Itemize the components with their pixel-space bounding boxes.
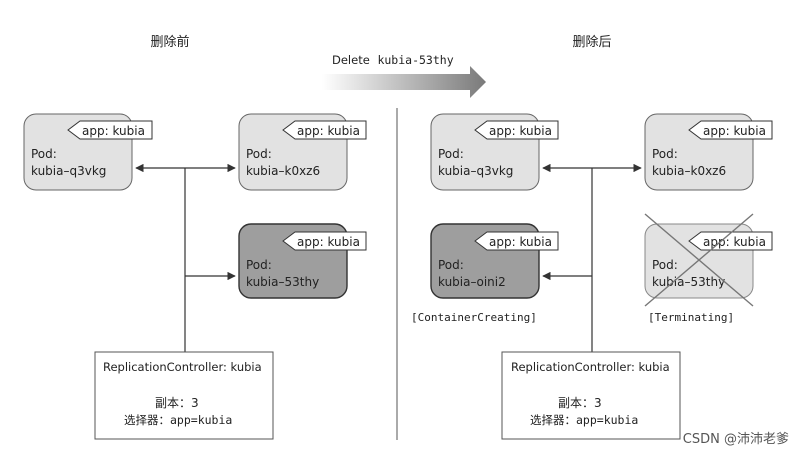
after-pod-53thy-terminating: app: kubia Pod: kubia–53thy [Terminating… <box>644 213 773 324</box>
pod-name: kubia–oini2 <box>438 275 506 289</box>
heading-before: 删除前 <box>150 34 189 50</box>
after-replication-controller: ReplicationController: kubia 副本：3 选择器：ap… <box>501 351 681 440</box>
pod-label: Pod: <box>246 258 272 272</box>
rc-replicas: 副本：3 <box>558 396 602 410</box>
pod-label: Pod: <box>652 258 678 272</box>
watermark: CSDN @沛沛老爹 <box>683 432 789 447</box>
pod-tag: app: kubia <box>297 235 360 249</box>
pod-tag: app: kubia <box>489 235 552 249</box>
after-pod-k0xz6: app: kubia Pod: kubia–k0xz6 <box>644 113 773 191</box>
after-pod-oini2: app: kubia Pod: kubia–oini2 [ContainerCr… <box>411 223 559 324</box>
pod-status: [ContainerCreating] <box>411 311 537 324</box>
before-pod-53thy: app: kubia Pod: kubia–53thy <box>238 223 367 299</box>
pod-tag: app: kubia <box>703 124 766 138</box>
pod-name: kubia–k0xz6 <box>246 164 320 178</box>
rc-title: ReplicationController: kubia <box>511 360 670 374</box>
pod-tag: app: kubia <box>82 124 145 138</box>
rc-replicas: 副本：3 <box>155 396 199 410</box>
pod-tag: app: kubia <box>703 235 766 249</box>
rc-selector: 选择器：app=kubia <box>530 413 638 427</box>
after-connectors <box>542 163 642 352</box>
cross-out-icon <box>644 213 754 307</box>
pod-name: kubia–q3vkg <box>31 164 106 178</box>
pod-name: kubia–53thy <box>246 275 319 289</box>
pod-tag: app: kubia <box>489 124 552 138</box>
pod-name: kubia–k0xz6 <box>652 164 726 178</box>
delete-label: Delete kubia-53thy <box>332 53 454 67</box>
pod-label: Pod: <box>438 147 464 161</box>
pod-label: Pod: <box>31 147 57 161</box>
rc-selector: 选择器：app=kubia <box>124 413 232 427</box>
pod-status: [Terminating] <box>648 311 734 324</box>
pod-label: Pod: <box>438 258 464 272</box>
delete-arrow: Delete kubia-53thy <box>322 53 486 98</box>
pod-label: Pod: <box>246 147 272 161</box>
before-pod-q3vkg: app: kubia Pod: kubia–q3vkg <box>23 113 153 191</box>
pod-label: Pod: <box>652 147 678 161</box>
pod-tag: app: kubia <box>297 124 360 138</box>
after-pod-q3vkg: app: kubia Pod: kubia–q3vkg <box>430 113 559 191</box>
pod-name: kubia–53thy <box>652 275 725 289</box>
heading-after: 删除后 <box>572 35 611 50</box>
pod-name: kubia–q3vkg <box>438 164 513 178</box>
rc-title: ReplicationController: kubia <box>103 360 262 374</box>
before-replication-controller: ReplicationController: kubia 副本：3 选择器：ap… <box>94 351 274 440</box>
before-connectors <box>135 163 236 352</box>
before-pod-k0xz6: app: kubia Pod: kubia–k0xz6 <box>238 113 367 191</box>
